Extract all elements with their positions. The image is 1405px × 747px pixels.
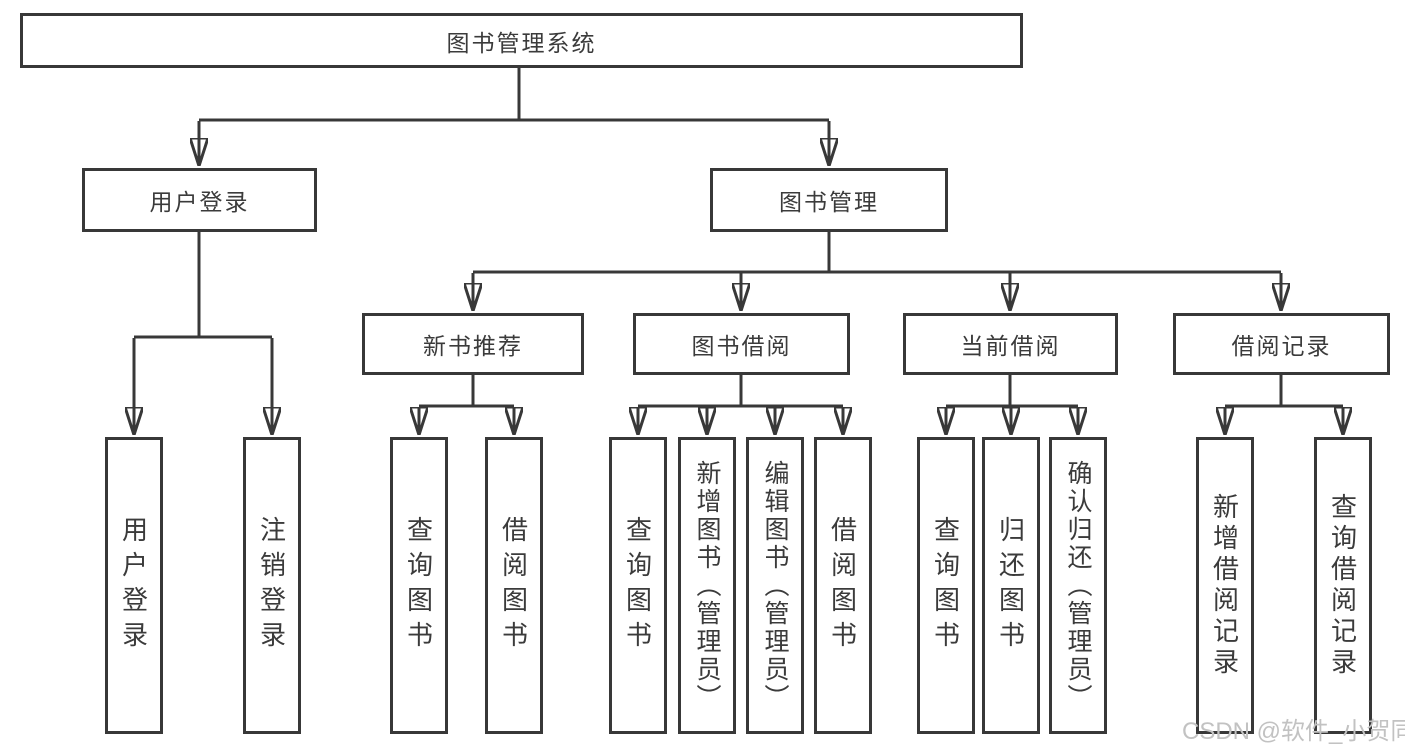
leaf-newrec-query-books: 查询图书: [390, 437, 448, 734]
leaf-borrowing-add-books-admin: 新增图书（管理员）: [678, 437, 736, 734]
leaf-label: 用户登录: [118, 515, 149, 656]
leaf-logout: 注销登录: [243, 437, 301, 734]
leaf-borrowing-query-books: 查询图书: [609, 437, 667, 734]
leaf-label: 查询借阅记录: [1327, 492, 1358, 679]
leaf-borrowing-edit-books-admin: 编辑图书（管理员）: [746, 437, 804, 734]
watermark-csdn: CSDN @软件_小贺同学: [1182, 718, 1405, 745]
leaf-records-query-record: 查询借阅记录: [1314, 437, 1372, 734]
leaf-label: 新增图书（管理员）: [693, 459, 721, 712]
leaf-label: 注销登录: [256, 515, 287, 656]
node-label: 图书管理系统: [446, 29, 597, 56]
leaf-label: 借阅图书: [498, 515, 529, 656]
leaf-records-add-record: 新增借阅记录: [1196, 437, 1254, 734]
node-label: 借阅记录: [1231, 333, 1332, 359]
node-label: 当前借阅: [960, 333, 1061, 359]
node-label: 图书管理: [779, 189, 879, 215]
node-label: 图书借阅: [691, 333, 792, 359]
leaf-label: 编辑图书（管理员）: [761, 459, 789, 712]
node-book-management: 图书管理: [710, 168, 948, 232]
node-user-login: 用户登录: [82, 168, 317, 232]
leaf-newrec-borrow-books: 借阅图书: [485, 437, 543, 734]
node-current-borrowing: 当前借阅: [903, 313, 1118, 375]
leaf-label: 新增借阅记录: [1209, 492, 1240, 679]
leaf-label: 借阅图书: [827, 515, 858, 656]
leaf-current-query-books: 查询图书: [917, 437, 975, 734]
leaf-current-confirm-return-admin: 确认归还（管理员）: [1049, 437, 1107, 734]
node-library-management-system: 图书管理系统: [20, 13, 1023, 68]
node-label: 新书推荐: [423, 333, 523, 359]
node-new-book-recommendation: 新书推荐: [362, 313, 584, 375]
leaf-current-return-books: 归还图书: [982, 437, 1040, 734]
leaf-label: 查询图书: [403, 515, 434, 656]
leaf-user-login: 用户登录: [105, 437, 163, 734]
node-book-borrowing: 图书借阅: [633, 313, 850, 375]
leaf-borrowing-borrow-books: 借阅图书: [814, 437, 872, 734]
node-borrowing-records: 借阅记录: [1173, 313, 1390, 375]
leaf-label: 归还图书: [995, 515, 1026, 656]
node-label: 用户登录: [149, 189, 250, 215]
leaf-label: 查询图书: [622, 515, 653, 656]
leaf-label: 查询图书: [930, 515, 961, 656]
leaf-label: 确认归还（管理员）: [1064, 459, 1092, 712]
